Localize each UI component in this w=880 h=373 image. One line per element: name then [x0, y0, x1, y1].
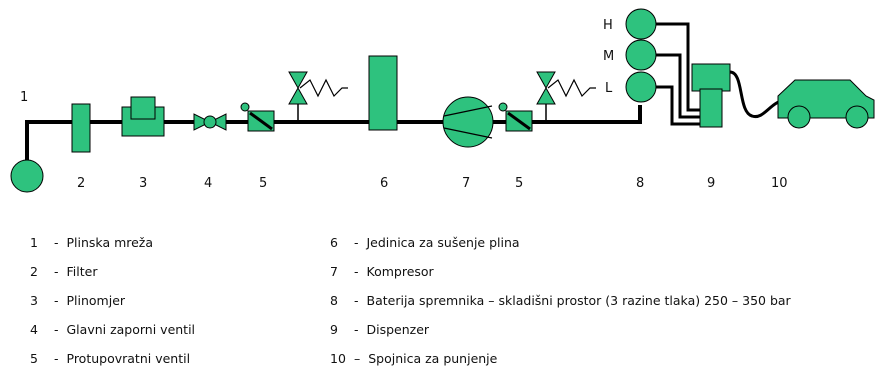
legend-item: 9 - Dispenzer — [330, 315, 791, 344]
legend-item: 5 - Protupovratni ventil — [30, 344, 195, 373]
filling-hose — [729, 70, 786, 119]
label-5a: 5 — [259, 176, 267, 191]
legend-text: Spojnica za punjenje — [368, 351, 498, 366]
gas-network-symbol — [10, 159, 44, 193]
pressure-regulator-icon — [288, 71, 348, 120]
legend-separator: - — [354, 264, 359, 279]
legend-text: Kompresor — [366, 264, 434, 279]
main-shutoff-valve-symbol — [193, 113, 227, 131]
car-icon — [777, 79, 875, 129]
legend-separator: - — [354, 293, 359, 308]
compressor-symbol — [442, 96, 494, 148]
storage-tank-bank — [625, 8, 657, 103]
legend-item: 10– Spojnica za punjenje — [330, 344, 791, 373]
legend-item: 4 - Glavni zaporni ventil — [30, 315, 195, 344]
label-10: 10 — [771, 176, 788, 191]
legend-number: 3 — [30, 293, 38, 308]
legend-text: Glavni zaporni ventil — [66, 322, 196, 337]
legend-number: 8 — [330, 293, 338, 308]
legend-item: 6 - Jedinica za sušenje plina — [330, 228, 791, 257]
legend-text: Plinska mreža — [66, 235, 154, 250]
legend-number: 7 — [330, 264, 338, 279]
legend-separator: - — [54, 235, 59, 250]
check-valve-symbol — [498, 102, 533, 132]
legend-number: 2 — [30, 264, 38, 279]
label-6: 6 — [380, 176, 388, 191]
legend-text: Baterija spremnika – skladišni prostor (… — [366, 293, 791, 308]
legend-item: 2 - Filter — [30, 257, 195, 286]
dispenser-symbol — [691, 63, 731, 128]
legend-separator: – — [354, 351, 361, 366]
legend-number: 4 — [30, 322, 38, 337]
legend-text: Dispenzer — [366, 322, 430, 337]
gas-dryer-symbol — [368, 55, 398, 131]
label-4: 4 — [204, 176, 212, 191]
tank-label-h: H — [603, 18, 613, 33]
legend-column-left: 1- Plinska mreža 2- Filter 3- Plinomjer … — [30, 228, 195, 373]
label-8: 8 — [636, 176, 644, 191]
legend-text: Protupovratni ventil — [66, 351, 191, 366]
legend-separator: - — [54, 351, 59, 366]
legend-text: Filter — [66, 264, 98, 279]
legend-number: 1 — [30, 235, 38, 250]
legend-number: 9 — [330, 322, 338, 337]
gas-meter-symbol — [121, 96, 165, 137]
tank-label-m: M — [603, 49, 614, 64]
legend-item: 8 - Baterija spremnika – skladišni prosto… — [330, 286, 791, 315]
legend-separator: - — [54, 293, 59, 308]
legend-number: 6 — [330, 235, 338, 250]
pipeline — [25, 105, 642, 160]
label-7: 7 — [462, 176, 470, 191]
label-2: 2 — [77, 176, 85, 191]
legend-separator: - — [54, 264, 59, 279]
legend-column-right: 6 - Jedinica za sušenje plina 7 - Kompreso… — [330, 228, 791, 373]
label-1: 1 — [20, 90, 28, 105]
legend-separator: - — [354, 235, 359, 250]
tank-lines — [656, 22, 704, 126]
legend-item: 7 - Kompresor — [330, 257, 791, 286]
label-5b: 5 — [515, 176, 523, 191]
legend-separator: - — [354, 322, 359, 337]
legend-item: 1 - Plinska mreža — [30, 228, 195, 257]
legend-number: 5 — [30, 351, 38, 366]
legend-text: Plinomjer — [66, 293, 126, 308]
legend-number: 10 — [330, 351, 346, 366]
pressure-regulator-icon — [536, 71, 596, 120]
filter-symbol — [71, 103, 91, 153]
legend-separator: - — [54, 322, 59, 337]
legend-item: 3 - Plinomjer — [30, 286, 195, 315]
cng-station-diagram: 1 2 3 4 5 6 7 5 8 9 10 H M L — [10, 8, 875, 193]
legend-text: Jedinica za sušenje plina — [366, 235, 520, 250]
tank-label-l: L — [605, 81, 613, 96]
label-9: 9 — [707, 176, 715, 191]
label-3: 3 — [139, 176, 147, 191]
check-valve-symbol — [240, 102, 275, 132]
